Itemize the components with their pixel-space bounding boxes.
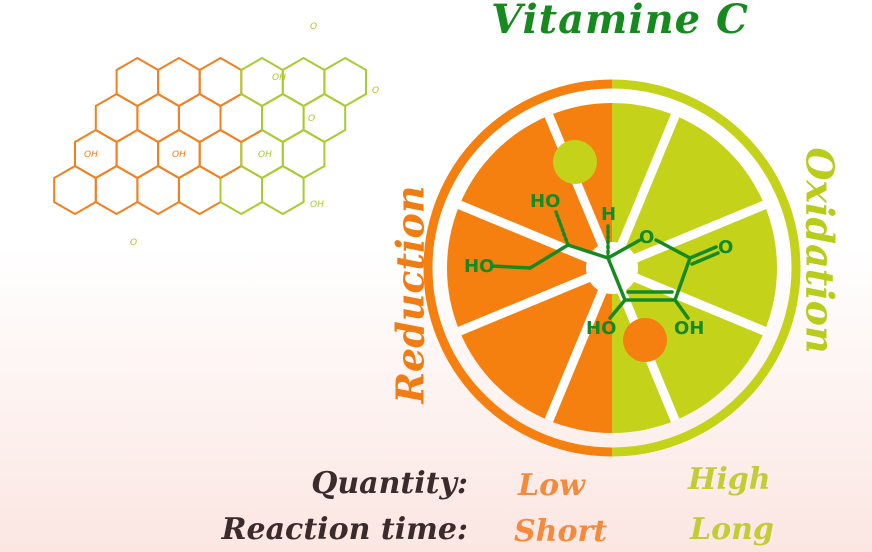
graphene-label: O <box>310 22 317 32</box>
graphene-label: O <box>308 114 315 124</box>
mol-label: HO <box>586 318 616 339</box>
graphene-ring <box>261 92 305 144</box>
ascorbic-acid-molecule <box>490 210 720 320</box>
graphene-label: O <box>372 86 379 96</box>
title: Vitamine C <box>491 0 749 43</box>
graphene-ring <box>115 128 160 180</box>
graphene-label: OH <box>272 73 286 83</box>
graphene-ring <box>198 56 243 108</box>
graphene-ring <box>115 56 160 108</box>
graphene-ring <box>94 92 139 144</box>
graphene-ring <box>281 56 326 108</box>
mol-label: HO <box>530 191 560 212</box>
mol-label: HO <box>464 256 494 277</box>
quantity-low: Low <box>518 468 585 503</box>
ring-right <box>611 79 801 457</box>
green-dot <box>553 140 597 184</box>
quantity-high: High <box>688 462 771 497</box>
graphene-ring <box>281 128 326 180</box>
graphene-label: OH <box>84 150 98 160</box>
graphene-label: OH <box>172 150 186 160</box>
graphene-label: O <box>130 238 137 248</box>
orange-dot <box>623 318 667 362</box>
ring-left <box>423 79 613 457</box>
graphene-ring <box>136 92 180 144</box>
graphene-oxide-structure <box>53 56 367 216</box>
graphene-ring <box>219 92 264 144</box>
graphene-ring <box>323 56 367 108</box>
mol-label: H <box>601 204 616 225</box>
mol-label: O <box>639 227 654 248</box>
reaction-time-long: Long <box>690 512 774 547</box>
graphene-ring <box>177 164 222 216</box>
graphene-label: OH <box>258 150 272 160</box>
graphene-ring <box>53 164 97 216</box>
graphene-ring <box>177 92 222 144</box>
graphene-ring <box>157 56 201 108</box>
reaction-time-short: Short <box>514 514 608 549</box>
graphene-label: OH <box>310 200 324 210</box>
mol-label: OH <box>674 318 704 339</box>
graphene-ring <box>198 128 243 180</box>
graphene-ring <box>261 164 305 216</box>
oxidation-label: Oxidation <box>797 147 843 354</box>
graphene-ring <box>219 164 264 216</box>
graphene-ring <box>136 164 180 216</box>
mol-label: O <box>718 237 733 258</box>
reduction-label: Reduction <box>387 185 433 404</box>
reaction-time-label: Reaction time: <box>221 512 468 547</box>
graphene-ring <box>94 164 139 216</box>
quantity-label: Quantity: <box>311 466 468 501</box>
